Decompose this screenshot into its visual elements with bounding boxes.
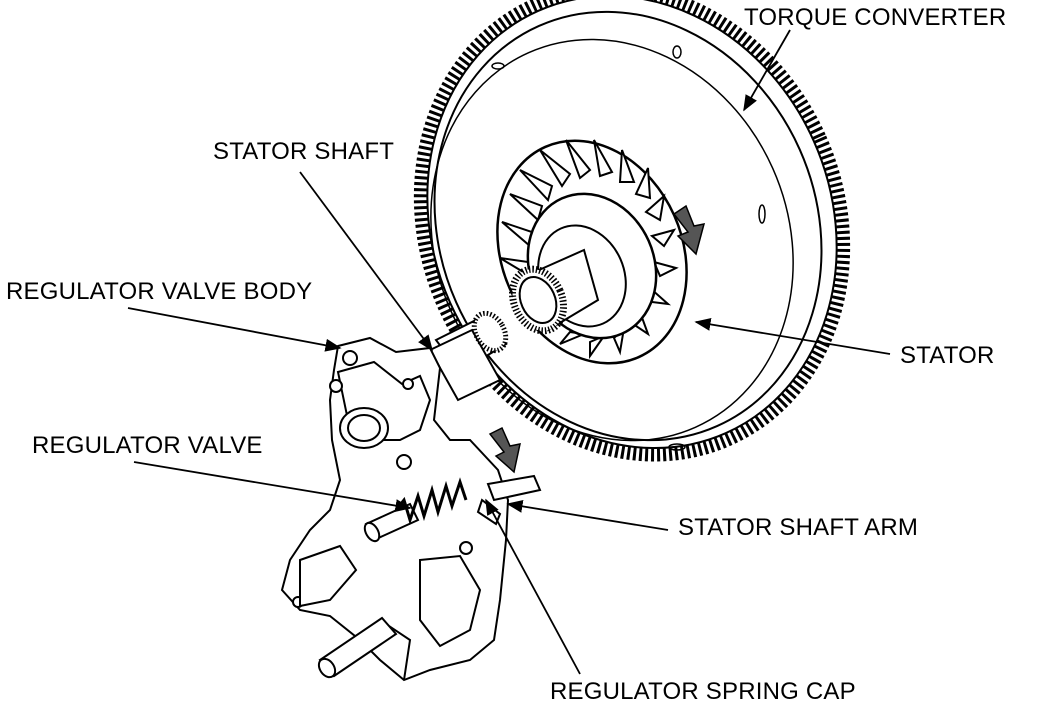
hub-sleeve-bore [518, 276, 558, 324]
rotation-arrow-stator [672, 204, 706, 256]
converter-cover-ring [430, 38, 794, 442]
leader-stator-shaft-arm [506, 499, 669, 531]
leader-stator-shaft [299, 171, 433, 352]
label-stator-shaft: STATOR SHAFT [213, 138, 395, 165]
leader-lines [127, 29, 891, 675]
stator-shaft [428, 310, 509, 402]
leader-torque-converter [743, 29, 791, 112]
regulator-spring [394, 477, 468, 525]
cover-boss [672, 45, 682, 59]
label-stator: STATOR [900, 342, 995, 369]
converter-cover-outer [433, 10, 823, 442]
label-regulator-valve: REGULATOR VALVE [32, 432, 263, 459]
cover-boss [668, 443, 686, 451]
leader-regulator-valve-body [127, 307, 342, 352]
direction-arrow-arm [488, 426, 521, 474]
cover-boss [758, 204, 766, 224]
torque-converter [413, 0, 851, 462]
label-torque-converter: TORQUE CONVERTER [744, 4, 1007, 31]
label-stator-shaft-arm: STATOR SHAFT ARM [678, 514, 919, 541]
ring-gear-rim [426, 0, 838, 450]
cover-boss [491, 62, 505, 70]
leader-regulator-spring-cap [485, 498, 581, 675]
label-regulator-spring-cap: REGULATOR SPRING CAP [550, 678, 856, 705]
leader-regulator-valve [133, 461, 412, 512]
leader-stator [694, 317, 891, 355]
label-regulator-valve-body: REGULATOR VALVE BODY [6, 278, 313, 305]
